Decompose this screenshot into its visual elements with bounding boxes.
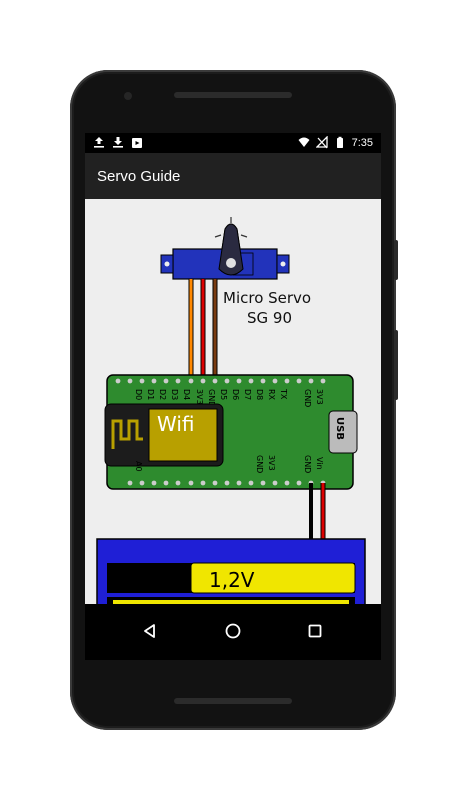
pin-label: D0 [134, 389, 143, 400]
servo-motor [160, 223, 290, 280]
phone-screen: 7:35 Servo Guide [85, 133, 381, 660]
power-button [394, 240, 398, 280]
upload-icon [94, 137, 104, 148]
wiring-diagram: Micro Servo SG 90 D0 D1 D2 [85, 199, 381, 610]
servo-label-line2: SG 90 [247, 309, 292, 327]
pin-label: 3V3 [195, 389, 204, 405]
pin-label: D5 [219, 389, 228, 400]
usb-port: USB [328, 410, 358, 454]
diagram-canvas: Micro Servo SG 90 D0 D1 D2 [96, 217, 366, 610]
pin-label: D7 [243, 389, 252, 400]
app-title: Servo Guide [97, 168, 181, 185]
usb-label: USB [334, 417, 345, 440]
pin-label: 3V3 [267, 455, 276, 471]
bottom-speaker [174, 698, 292, 704]
pin-label: D8 [255, 389, 264, 400]
media-icon [132, 138, 142, 148]
home-icon [225, 623, 241, 639]
pin-label: Vin [315, 457, 324, 470]
nodemcu-board: D0 D1 D2 D3 D4 3V3 GND D5 D6 D7 D8 RX TX… [104, 374, 358, 490]
no-signal-icon [315, 136, 328, 149]
front-camera [124, 92, 132, 100]
pin-label: D3 [170, 389, 179, 400]
wifi-module: Wifi [104, 403, 224, 467]
board-top-pins [115, 378, 326, 384]
status-time: 7:35 [351, 136, 373, 149]
navigation-bar [85, 604, 381, 660]
nav-back-button[interactable] [137, 618, 163, 644]
servo-label-line1: Micro Servo [223, 289, 311, 307]
recents-icon [308, 624, 322, 638]
nav-home-button[interactable] [220, 618, 246, 644]
pin-label: RX [267, 389, 276, 401]
battery-icon [336, 136, 343, 148]
nav-recents-button[interactable] [302, 618, 328, 644]
battery-label: 1,2V [209, 568, 255, 592]
pin-label: D6 [231, 389, 240, 400]
pin-label: GND [255, 455, 264, 473]
power-wires [309, 483, 326, 539]
top-speaker [174, 92, 292, 98]
back-icon [144, 624, 155, 638]
pin-label: 3V3 [315, 389, 324, 405]
board-top-pin-labels: D0 D1 D2 D3 D4 3V3 GND D5 D6 D7 D8 RX TX… [134, 388, 324, 407]
download-icon [113, 137, 123, 148]
pin-label: A0 [134, 461, 143, 472]
app-bar: Servo Guide [85, 153, 381, 199]
battery-pack: 1,2V [96, 538, 366, 610]
pin-label: D2 [158, 389, 167, 400]
servo-wires [188, 279, 218, 381]
pin-label: D1 [146, 389, 155, 400]
board-bottom-pin-labels: A0 GND 3V3 GND Vin [134, 455, 324, 473]
wifi-icon [298, 137, 310, 147]
pin-label: GND [303, 389, 312, 407]
volume-button [394, 330, 398, 400]
pin-label: TX [279, 388, 288, 400]
pin-label: GND [207, 389, 216, 407]
pin-label: GND [303, 455, 312, 473]
wifi-label: Wifi [157, 412, 195, 436]
status-bar: 7:35 [85, 133, 381, 153]
pin-label: D4 [182, 389, 191, 400]
